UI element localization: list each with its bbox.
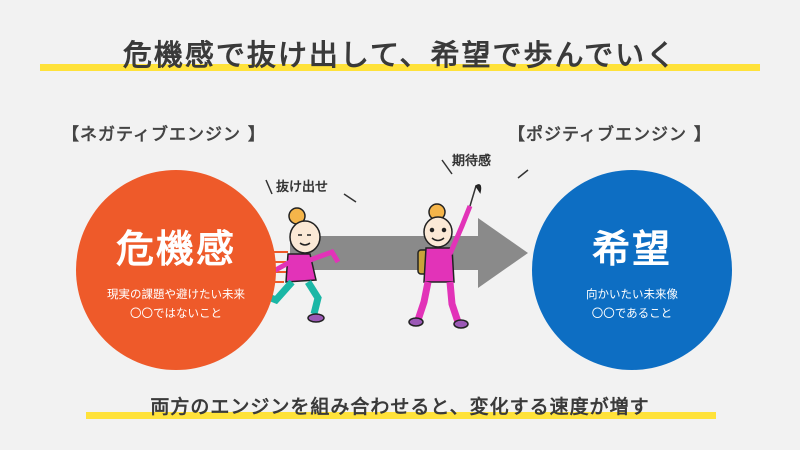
footer-caption: 両方のエンジンを組み合わせると、変化する速度が増す	[150, 396, 650, 418]
negative-engine-label: 【ネガティブエンジン 】	[62, 125, 266, 145]
negative-engine-circle: 危機感 現実の課題や避けたい未来 〇〇ではないこと	[76, 170, 276, 370]
positive-engine-label: 【ポジティブエンジン 】	[508, 125, 712, 145]
negative-engine-title: 危機感	[115, 226, 236, 271]
walking-woman-figure	[408, 184, 482, 329]
positive-callout-marks	[441, 159, 529, 179]
positive-engine-circle: 希望 向かいたい未来像 〇〇であること	[532, 170, 732, 370]
positive-engine-line1: 向かいたい未来像	[586, 286, 678, 301]
page-title: 危機感で抜け出して、希望で歩んでいく	[122, 38, 678, 72]
negative-engine-line1: 現実の課題や避けたい未来	[107, 286, 245, 301]
footer-highlight	[86, 412, 716, 419]
negative-callout: 抜け出せ	[276, 180, 329, 195]
negative-callout-marks	[265, 179, 357, 203]
title-highlight	[40, 64, 760, 71]
positive-engine-title: 希望	[591, 226, 672, 271]
negative-engine-line2: 〇〇ではないこと	[130, 305, 222, 320]
positive-callout: 期待感	[452, 154, 492, 169]
positive-engine-line2: 〇〇であること	[591, 305, 673, 320]
